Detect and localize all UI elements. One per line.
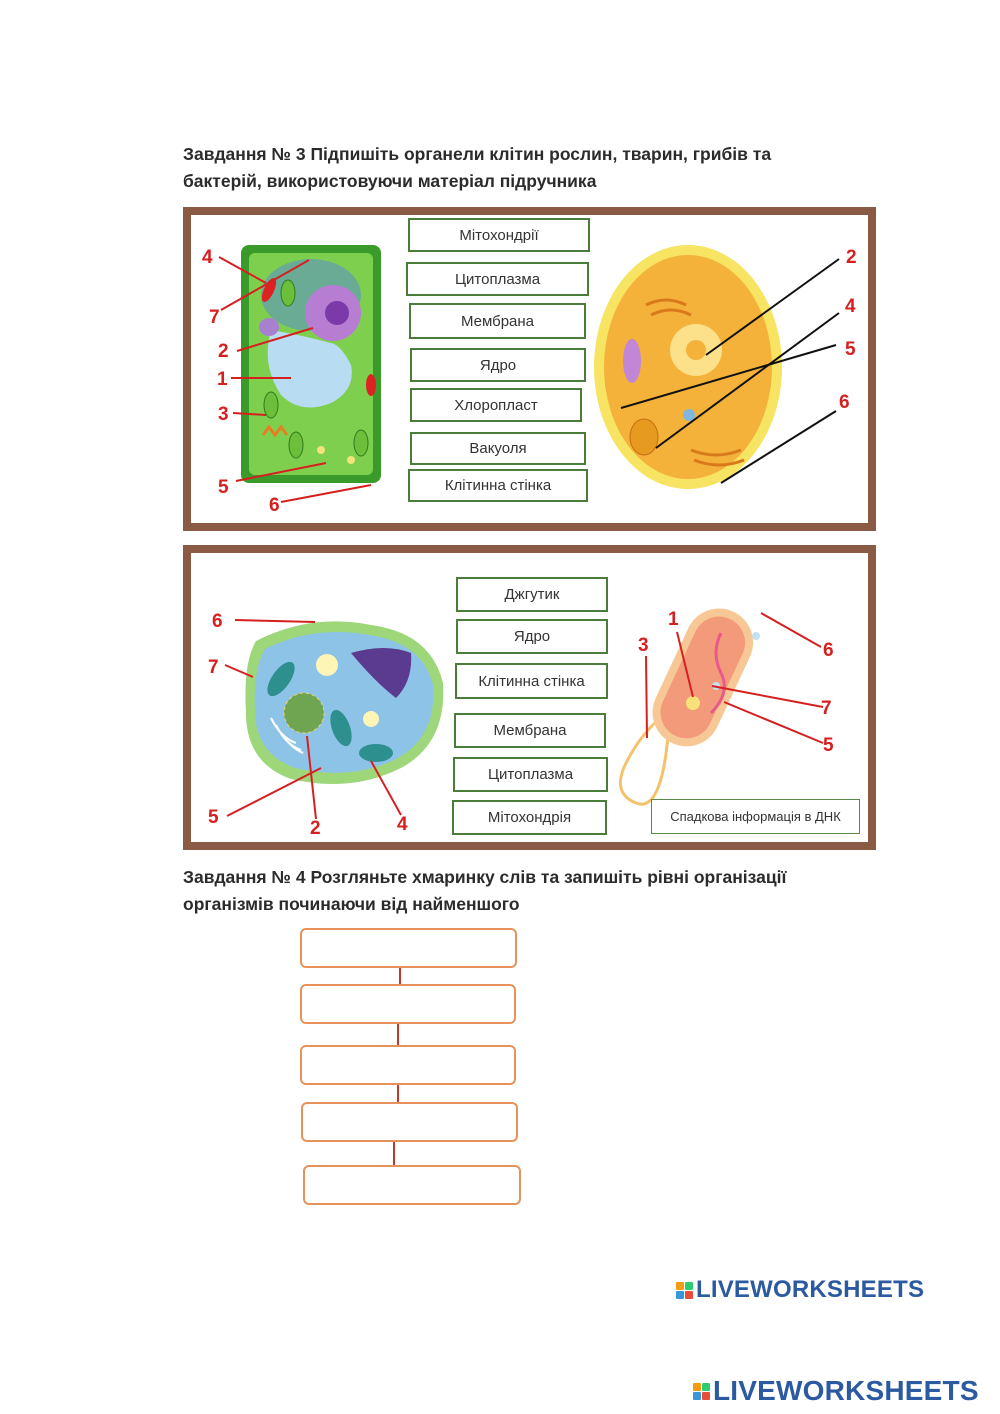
plant-num-4: 4 xyxy=(202,247,213,268)
level-connector-2 xyxy=(397,1024,399,1046)
bacteria-num-3: 3 xyxy=(638,635,649,656)
plant-num-6: 6 xyxy=(269,495,280,516)
level-connector-3 xyxy=(397,1085,399,1103)
option-nucleus-2[interactable]: Ядро xyxy=(456,619,608,654)
level-connector-1 xyxy=(399,968,401,986)
brand-name: LIVEWORKSHEETS xyxy=(696,1276,925,1303)
animal-num-7: 7 xyxy=(208,657,219,678)
task3-title-line2: бактерій, використовуючи матеріал підруч… xyxy=(183,171,597,191)
animal-num-6: 6 xyxy=(212,611,223,632)
option-flagellum[interactable]: Джгутик xyxy=(456,577,608,612)
option-cell-wall-2[interactable]: Клітинна стінка xyxy=(455,663,608,699)
fungus-cell xyxy=(594,245,782,489)
animal-pointers xyxy=(224,619,402,820)
plant-num-1: 1 xyxy=(217,369,228,390)
level-answer-box-4[interactable] xyxy=(301,1102,518,1142)
bacteria-num-7: 7 xyxy=(821,698,832,719)
animal-num-5: 5 xyxy=(208,807,219,828)
fungus-num-2: 2 xyxy=(846,247,857,268)
option-nucleus[interactable]: Ядро xyxy=(410,348,586,382)
option-cytoplasm[interactable]: Цитоплазма xyxy=(406,262,589,296)
liveworksheets-logo: LIVEWORKSHEETS xyxy=(676,1276,924,1304)
plant-num-5: 5 xyxy=(218,477,229,498)
plant-num-2: 2 xyxy=(218,341,229,362)
level-answer-box-1[interactable] xyxy=(300,928,517,968)
animal-number-labels: 6 7 5 2 4 xyxy=(208,611,408,839)
level-answer-box-3[interactable] xyxy=(300,1045,516,1085)
bacteria-number-labels: 1 3 6 7 5 xyxy=(638,609,834,756)
bacteria-pointers xyxy=(645,612,824,744)
option-dna-info[interactable]: Спадкова інформація в ДНК xyxy=(651,799,860,834)
option-mitochondrion[interactable]: Мітохондрія xyxy=(452,800,607,835)
bacteria-num-1: 1 xyxy=(668,609,679,630)
level-answer-box-5[interactable] xyxy=(303,1165,521,1205)
panel-animal-bacteria: 6 7 5 2 4 1 3 6 7 5 Джгутик Ядро Клітинн… xyxy=(183,545,876,850)
fungus-num-4: 4 xyxy=(845,296,856,317)
brand-name-footer: LIVEWORKSHEETS xyxy=(713,1375,979,1406)
animal-num-2: 2 xyxy=(310,818,321,839)
plant-pointers xyxy=(218,256,372,503)
plant-cell xyxy=(241,245,381,483)
task3-title-line1: Завдання № 3 Підпишіть органели клітин р… xyxy=(183,144,772,164)
panel-plant-fungus: 4 7 2 1 3 5 6 2 4 5 6 Мітохондрії Цитопл… xyxy=(183,207,876,531)
task3-title: Завдання № 3 Підпишіть органели клітин р… xyxy=(183,141,863,195)
level-connector-4 xyxy=(393,1142,395,1166)
option-membrane-2[interactable]: Мембрана xyxy=(454,713,606,748)
bacteria-num-6: 6 xyxy=(823,640,834,661)
option-chloroplast[interactable]: Хлоропласт xyxy=(410,388,582,422)
option-mitochondria[interactable]: Мітохондрії xyxy=(408,218,590,252)
level-answer-box-2[interactable] xyxy=(300,984,516,1024)
liveworksheets-footer-logo: LIVEWORKSHEETS xyxy=(693,1375,979,1407)
option-membrane[interactable]: Мембрана xyxy=(409,303,586,339)
option-cytoplasm-2[interactable]: Цитоплазма xyxy=(453,757,608,792)
fungus-num-5: 5 xyxy=(845,339,856,360)
plant-num-3: 3 xyxy=(218,404,229,425)
liveworksheets-mark-icon xyxy=(676,1281,693,1299)
animal-bacteria-illustration: 6 7 5 2 4 1 3 6 7 5 xyxy=(208,608,834,839)
liveworksheets-footer-mark-icon xyxy=(693,1382,710,1400)
plant-num-7: 7 xyxy=(209,307,220,328)
animal-cell xyxy=(245,621,444,785)
task4-title-line2: організмів починаючи від найменшого xyxy=(183,894,520,914)
fungus-number-labels: 2 4 5 6 xyxy=(839,247,857,413)
bacterium xyxy=(618,608,760,806)
task4-title-line1: Завдання № 4 Розгляньте хмаринку слів та… xyxy=(183,867,787,887)
task4-title: Завдання № 4 Розгляньте хмаринку слів та… xyxy=(183,864,863,918)
option-vacuole[interactable]: Вакуоля xyxy=(410,432,586,465)
bacteria-num-5: 5 xyxy=(823,735,834,756)
option-cell-wall[interactable]: Клітинна стінка xyxy=(408,469,588,502)
animal-num-4: 4 xyxy=(397,814,408,835)
plant-fungus-illustration: 4 7 2 1 3 5 6 2 4 5 6 xyxy=(202,245,857,516)
plant-number-labels: 4 7 2 1 3 5 6 xyxy=(202,247,280,516)
fungus-pointers xyxy=(620,258,840,484)
fungus-num-6: 6 xyxy=(839,392,850,413)
